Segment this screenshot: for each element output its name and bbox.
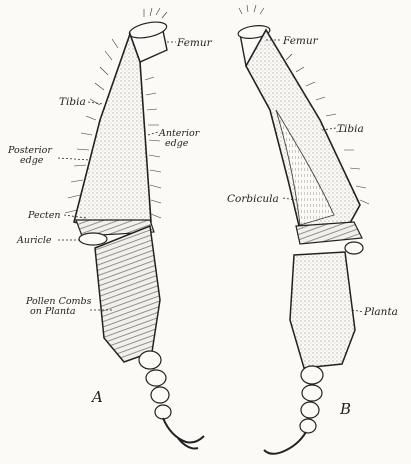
tarsus-b bbox=[300, 366, 323, 433]
label-pollen-combs-2: on Planta bbox=[30, 307, 76, 317]
panel-label-a: A bbox=[92, 388, 103, 406]
label-corbicula-b: Corbicula bbox=[227, 194, 279, 204]
label-auricle-a: Auricle bbox=[17, 236, 52, 246]
label-pecten-a: Pecten bbox=[28, 211, 60, 221]
planta-a bbox=[95, 226, 160, 362]
label-planta-b: Planta bbox=[364, 307, 398, 317]
leg-b bbox=[237, 5, 369, 454]
leg-a bbox=[65, 8, 204, 449]
tibia-a bbox=[74, 34, 151, 232]
label-femur-b: Femur bbox=[283, 36, 318, 46]
label-anterior-edge-2: edge bbox=[165, 139, 188, 149]
label-tibia-a: Tibia bbox=[59, 97, 86, 107]
planta-b bbox=[290, 252, 355, 368]
auricle-a bbox=[79, 233, 107, 245]
tarsus-a bbox=[139, 351, 171, 419]
claw-b bbox=[264, 432, 306, 454]
label-tibia-b: Tibia bbox=[337, 124, 364, 134]
panel-label-b: B bbox=[340, 400, 351, 418]
label-posterior-edge-2: edge bbox=[20, 156, 43, 166]
claw-a bbox=[163, 418, 204, 449]
label-femur-a: Femur bbox=[177, 38, 212, 48]
joint-b bbox=[296, 222, 362, 244]
auricle-b bbox=[345, 242, 363, 254]
